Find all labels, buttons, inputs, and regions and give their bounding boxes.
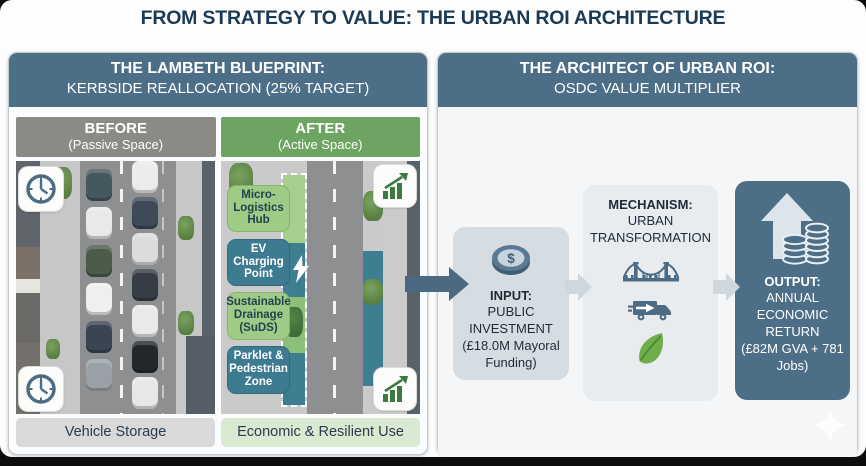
tree [363,278,383,305]
parked-car [132,376,158,409]
output-box: OUTPUT: ANNUAL ECONOMIC RETURN (£82M GVA… [735,180,850,400]
parked-car [132,340,158,373]
callout-label: Sustainable Drainage (SuDS) [226,296,291,334]
left-panel-title: THE LAMBETH BLUEPRINT: [110,60,326,77]
before-header: BEFORE (Passive Space) [16,116,216,157]
output-heading: OUTPUT: [764,273,821,289]
right-panel-header: THE ARCHITECT OF URBAN ROI: OSDC VALUE M… [438,53,857,107]
output-line1: ANNUAL ECONOMIC RETURN [756,290,829,340]
parked-car [132,268,158,301]
growth-chart-icon [374,164,416,207]
flow-arrow [565,272,592,301]
urban-roi-panel: THE ARCHITECT OF URBAN ROI: OSDC VALUE M… [437,52,858,457]
delivery-truck-icon [627,301,671,321]
flow-arrow [713,272,740,301]
awning [16,278,42,293]
bush [178,310,194,335]
after-label: AFTER [295,119,346,137]
after-caption: Economic & Resilient Use [221,417,420,447]
input-box: $ INPUT: PUBLIC INVESTMENT (£18.0M Mayor… [453,226,569,380]
bush [178,215,194,240]
page-title: FROM STRATEGY TO VALUE: THE URBAN ROI AR… [140,7,726,29]
parked-car [132,196,158,229]
clock-icon [19,366,63,411]
parked-car [86,320,112,353]
callout-micro-logistics-hub: Micro-Logistics Hub [227,184,290,232]
right-panel-subtitle: OSDC VALUE MULTIPLIER [554,79,741,97]
teal-parklet-zone [363,250,383,386]
callout-label: Micro-Logistics Hub [233,188,284,227]
mechanism-heading: MECHANISM: [608,196,693,212]
after-sublabel: (Active Space) [277,136,363,152]
panel-connector-arrow [405,267,469,301]
after-street-image: Micro-Logistics Hub EV Charging Point Su… [221,160,420,414]
parked-car [86,244,112,277]
clock-icon [19,166,63,211]
street-scenes: Micro-Logistics Hub EV Charging Point Su… [16,160,420,414]
svg-text:$: $ [507,251,515,266]
right-panel-title: THE ARCHITECT OF URBAN ROI: [519,60,776,77]
lambeth-blueprint-panel: THE LAMBETH BLUEPRINT: KERBSIDE REALLOCA… [8,52,428,455]
lightning-bolt-icon [293,254,309,283]
sparkle-icon [812,406,848,443]
output-line2: (£82M GVA + 781 Jobs) [741,341,844,373]
leaf-icon [638,333,663,364]
callout-sustainable-drainage: Sustainable Drainage (SuDS) [226,291,291,340]
after-header: AFTER (Active Space) [220,116,420,157]
parked-car [86,168,112,201]
left-panel-body: BEFORE (Passive Space) AFTER (Active Spa… [9,107,427,447]
lane-marking [120,160,123,414]
parked-car [132,304,158,337]
before-sublabel: (Passive Space) [68,136,164,152]
bridge-icon [622,262,679,282]
input-heading: INPUT: [490,287,532,303]
right-panel-body: $ INPUT: PUBLIC INVESTMENT (£18.0M Mayor… [438,106,857,457]
bush [46,338,60,359]
coin-icon: $ [492,244,530,275]
parking-bay-marking [162,160,164,414]
parked-car [86,282,112,315]
mechanism-line1: URBAN TRANSFORMATION [589,213,712,246]
growth-chart-icon [374,367,416,410]
callout-parklet-pedestrian-zone: Parklet & Pedestrian Zone [227,345,290,394]
parked-car [86,358,112,391]
before-after-header-row: BEFORE (Passive Space) AFTER (Active Spa… [16,116,420,157]
lane-marking [333,160,336,414]
mechanism-box: MECHANISM: URBAN TRANSFORMATION [583,184,718,401]
left-panel-subtitle: KERBSIDE REALLOCATION (25% TARGET) [66,79,370,97]
before-street-image [16,160,215,414]
input-line2: (£18.0M Mayoral Funding) [462,338,560,371]
before-caption: Vehicle Storage [16,417,215,447]
left-panel-header: THE LAMBETH BLUEPRINT: KERBSIDE REALLOCA… [9,53,427,107]
parked-car [86,206,112,239]
parked-car [132,160,158,193]
callout-ev-charging-point: EV Charging Point [227,238,290,286]
parked-car [132,232,158,265]
scene-captions: Vehicle Storage Economic & Resilient Use [16,417,420,447]
before-label: BEFORE [84,119,147,137]
mechanism-icons [583,259,718,364]
building-roof [186,335,215,414]
input-line1: PUBLIC INVESTMENT [469,304,553,337]
up-arrow-coins-icon [760,192,829,265]
callout-label: EV Charging Point [233,242,284,281]
callout-label: Parklet & Pedestrian Zone [229,350,288,388]
